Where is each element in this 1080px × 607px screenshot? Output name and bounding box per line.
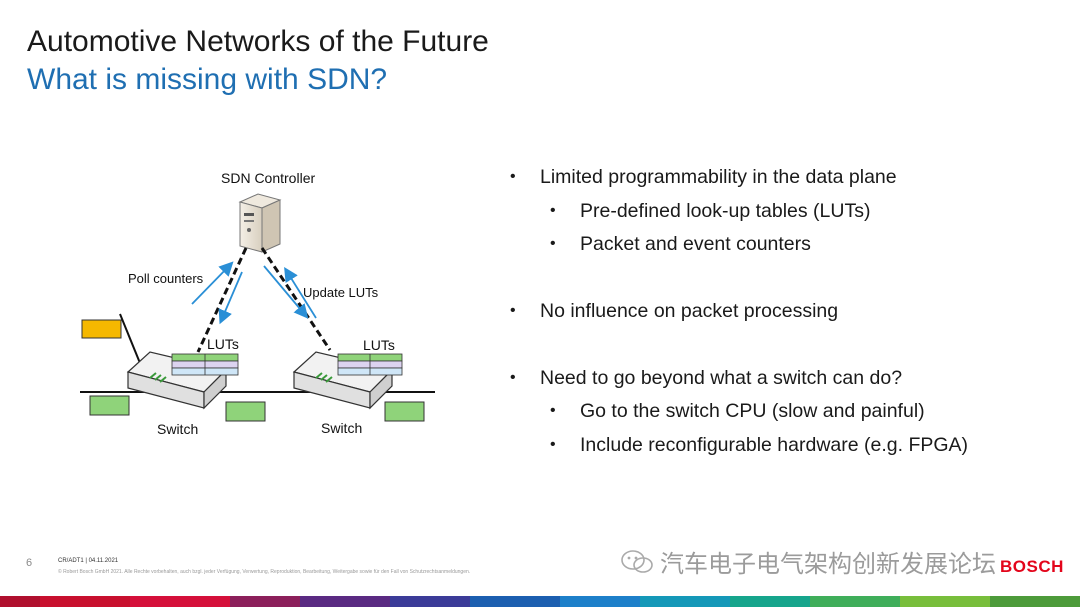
poll-arrow (191, 261, 234, 305)
bullet-dot: • (510, 302, 516, 319)
link-right (260, 247, 332, 351)
bullet-dot: • (510, 369, 516, 386)
switch-label-right: Switch (321, 420, 362, 436)
sdn-diagram: SDN Controller Poll counters Update LUTs (80, 170, 435, 437)
bullet-text: No influence on packet processing (540, 300, 839, 322)
watermark: 汽车电子电气架构创新发展论坛 (620, 544, 996, 579)
green-node (225, 401, 266, 422)
luts-label-left: LUTs (207, 336, 239, 352)
footer-copyright: © Robert Bosch GmbH 2021. Alle Rechte vo… (58, 569, 471, 575)
bullet-text: Limited programmability in the data plan… (540, 166, 897, 188)
footer-ref: CR/ADT1 | 04.11.2021 (58, 558, 119, 564)
update-arrow (263, 265, 309, 319)
orange-node-link (119, 313, 143, 369)
watermark-text: 汽车电子电气架构创新发展论坛 (660, 550, 996, 578)
lut-table-right (337, 353, 403, 376)
bullet-dot: • (550, 436, 556, 453)
switch-label-left: Switch (157, 421, 198, 437)
link-left (196, 247, 248, 353)
bullet-text: Need to go beyond what a switch can do? (540, 367, 903, 389)
luts-label-right: LUTs (363, 337, 395, 353)
bullet-dot: • (550, 235, 556, 252)
brand-stripe (0, 596, 1080, 607)
bullet-text: Include reconfigurable hardware (e.g. FP… (580, 434, 969, 456)
page-number: 6 (26, 557, 33, 569)
update-arrow-back (284, 266, 317, 319)
bosch-logo: BOSCH (1000, 557, 1064, 576)
slide-title: Automotive Networks of the Future (27, 25, 489, 58)
bullet-dot: • (550, 202, 556, 219)
controller-label: SDN Controller (221, 170, 315, 186)
poll-label: Poll counters (128, 271, 204, 286)
bullet-text: Pre-defined look-up tables (LUTs) (580, 200, 871, 222)
orange-node (81, 319, 122, 339)
wechat-icon (621, 549, 653, 573)
bullet-text: Go to the switch CPU (slow and painful) (580, 400, 925, 422)
green-node (384, 401, 425, 422)
green-node (89, 395, 130, 416)
update-label: Update LUTs (303, 285, 379, 300)
switch-icon (292, 351, 394, 410)
bullet-dot: • (510, 168, 516, 185)
server-icon (238, 193, 282, 253)
lut-table-left (171, 353, 239, 376)
poll-arrow-return (218, 271, 243, 325)
bullet-dot: • (550, 402, 556, 419)
bullet-text: Packet and event counters (580, 233, 811, 255)
slide-subtitle: What is missing with SDN? (27, 63, 388, 96)
switch-icon (126, 351, 228, 410)
